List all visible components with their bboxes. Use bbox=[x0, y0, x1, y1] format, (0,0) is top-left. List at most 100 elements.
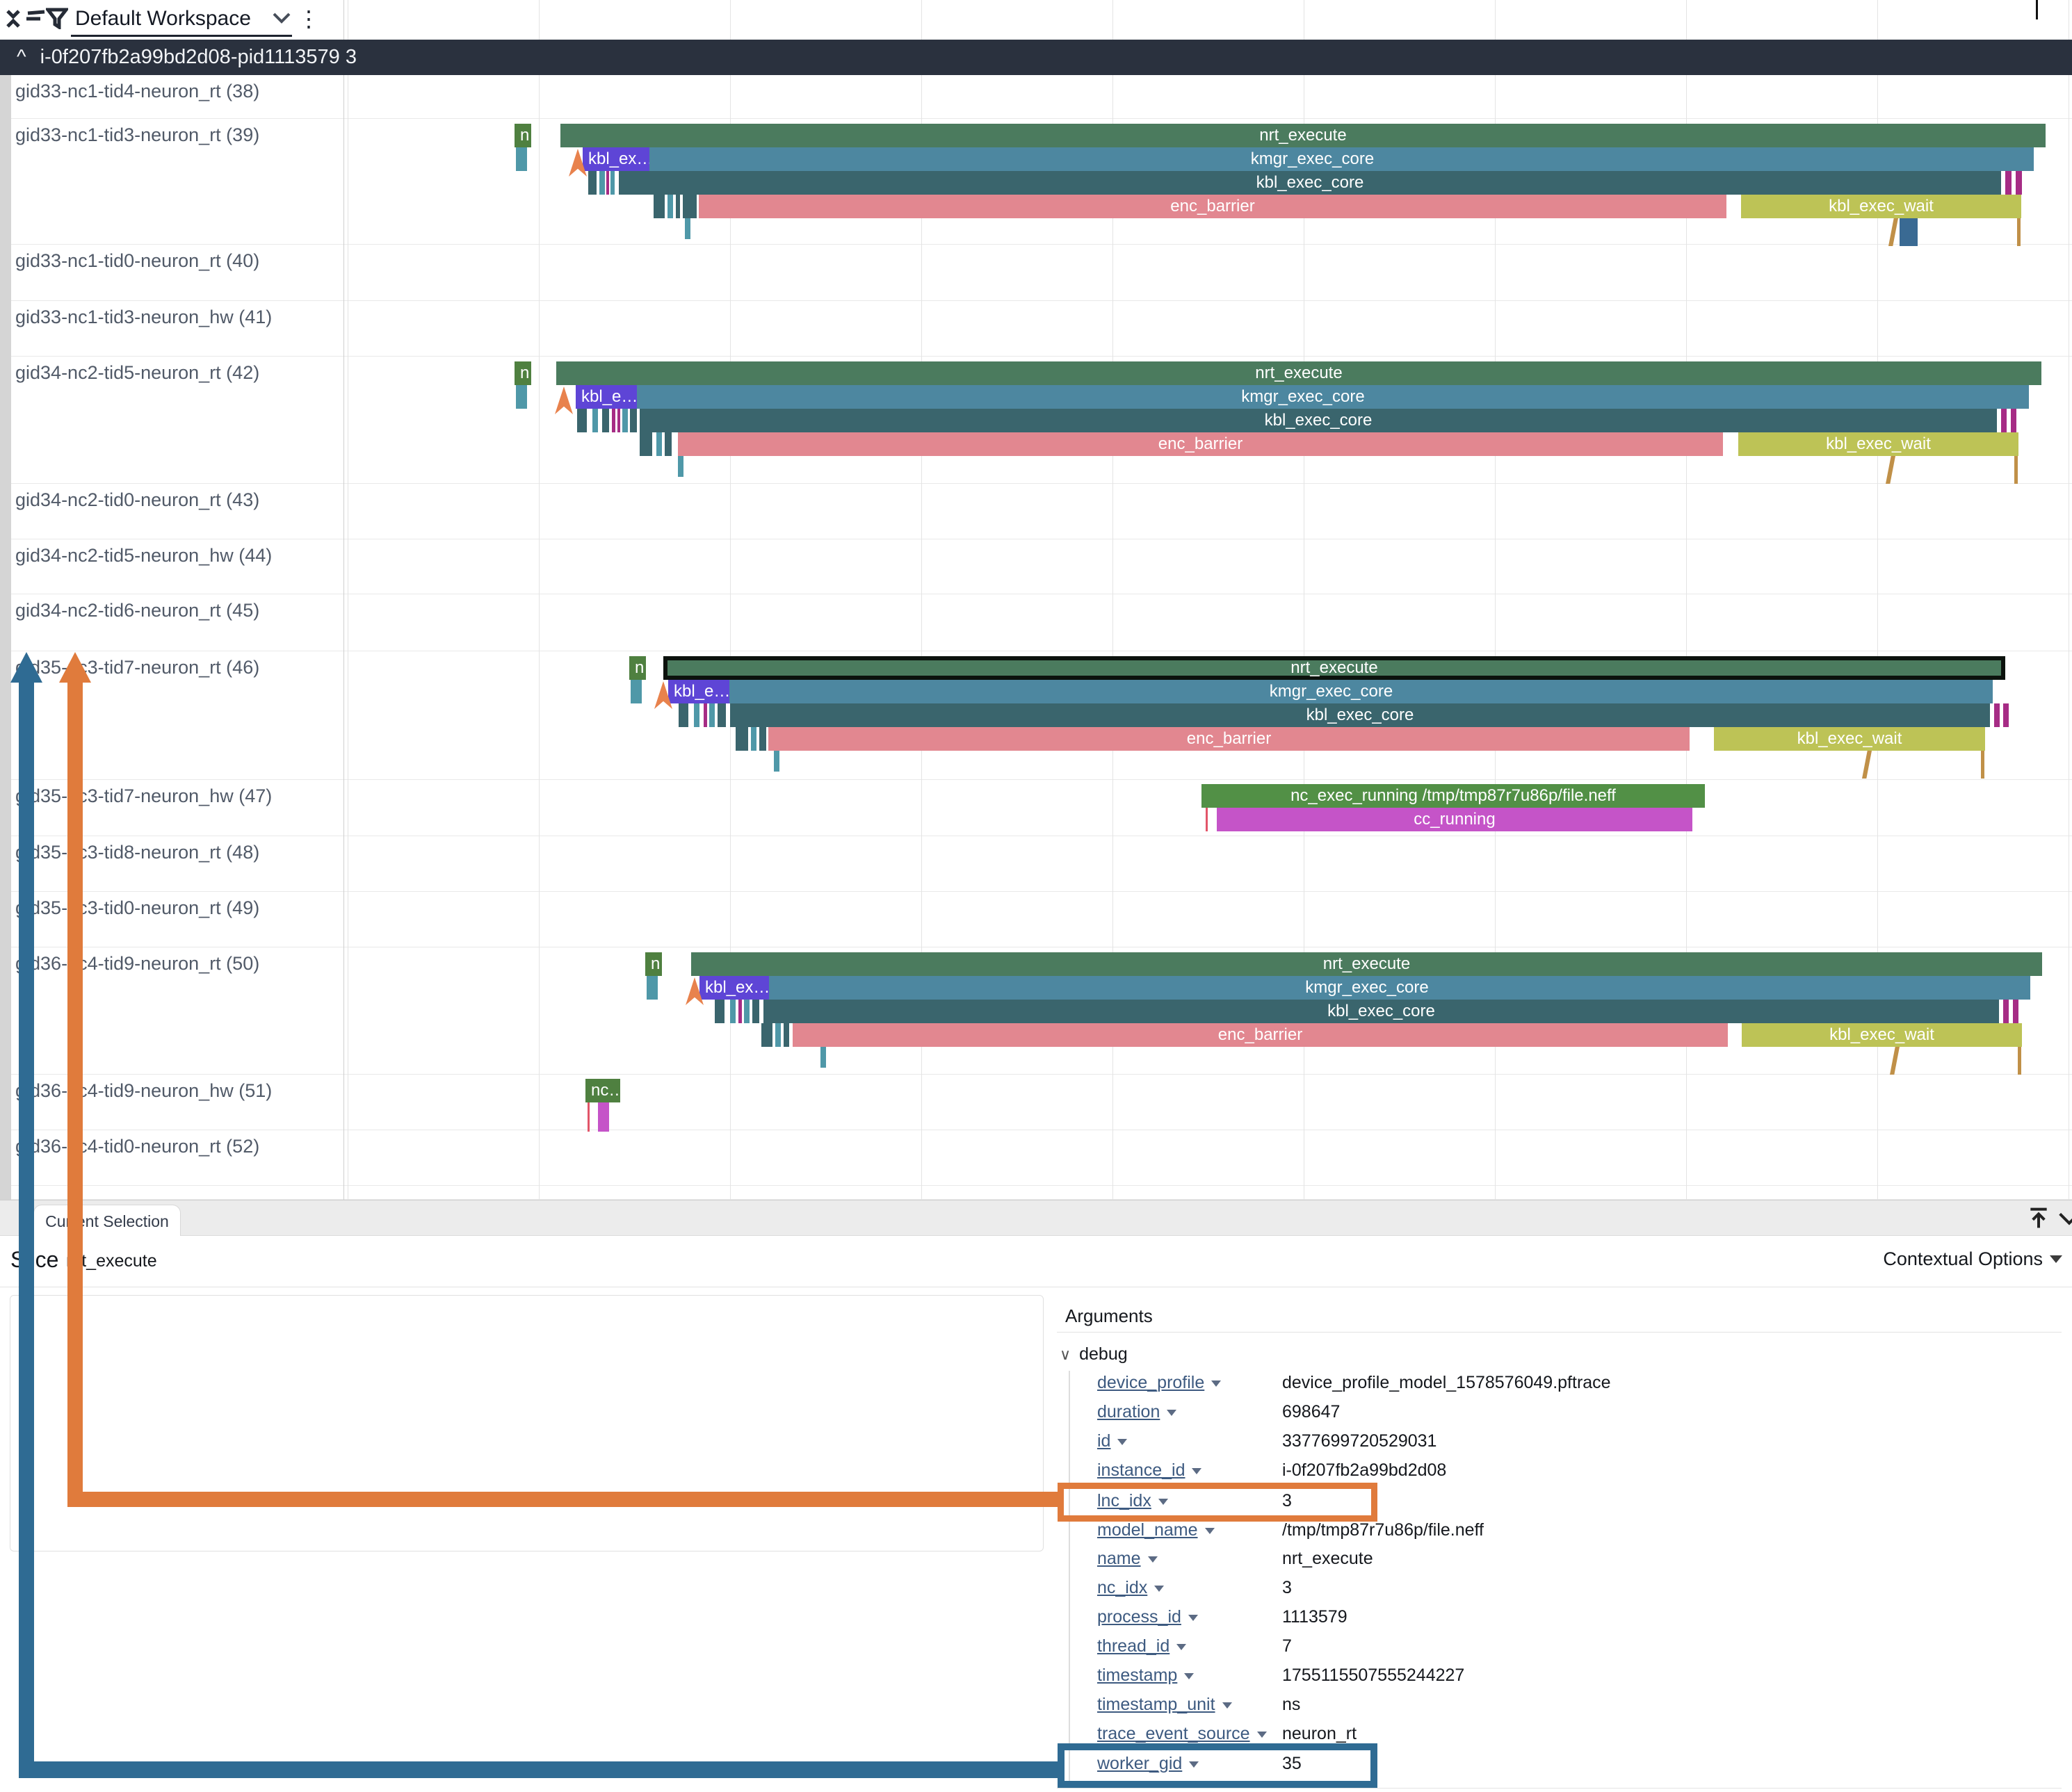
slice-fragment[interactable] bbox=[602, 409, 609, 432]
argument-key-duration[interactable]: duration bbox=[1097, 1402, 1177, 1422]
slice-fragment[interactable] bbox=[676, 195, 680, 218]
argument-key-timestamp[interactable]: timestamp bbox=[1097, 1665, 1195, 1686]
slice-enc_barrier[interactable]: enc_barrier bbox=[678, 432, 1723, 456]
slice-fragment[interactable] bbox=[654, 195, 665, 218]
track-label[interactable]: gid35-nc3-tid7-neuron_hw (47) bbox=[15, 785, 273, 806]
slice-n_short[interactable]: n bbox=[515, 124, 531, 147]
slice-kbl_ex_short[interactable]: kbl_ex… bbox=[699, 976, 769, 1000]
slice-fragment[interactable] bbox=[2011, 409, 2016, 432]
slice-fragment[interactable] bbox=[704, 703, 707, 727]
argument-key-trace_event_source[interactable]: trace_event_source bbox=[1097, 1724, 1267, 1744]
slice-fragment[interactable] bbox=[588, 171, 597, 195]
slice-fragment[interactable] bbox=[820, 1047, 826, 1068]
slice-fragment[interactable] bbox=[744, 1000, 750, 1023]
dropdown-caret-icon[interactable] bbox=[1117, 1438, 1128, 1445]
dropdown-caret-icon[interactable] bbox=[1188, 1614, 1198, 1621]
slice-fragment[interactable] bbox=[730, 1000, 736, 1023]
track-row[interactable]: gid33-nc1-tid0-neuron_rt (40) bbox=[0, 245, 2072, 301]
arguments-tree-root[interactable]: ∨debug bbox=[1060, 1344, 1128, 1365]
track-row[interactable]: gid34-nc2-tid0-neuron_rt (43) bbox=[0, 484, 2072, 539]
argument-key-link[interactable]: instance_id bbox=[1097, 1460, 1185, 1480]
argument-key-link[interactable]: device_profile bbox=[1097, 1373, 1205, 1392]
slice-nrt_execute[interactable]: nrt_execute bbox=[560, 124, 2046, 147]
track-label[interactable]: gid35-nc3-tid8-neuron_rt (48) bbox=[15, 842, 260, 863]
slice-fragment[interactable] bbox=[694, 703, 699, 727]
collapse-tracks-icon[interactable] bbox=[3, 6, 24, 31]
slice-kbl_exec_wait[interactable]: kbl_exec_wait bbox=[1741, 195, 2021, 218]
collapse-panel-icon[interactable] bbox=[2055, 1205, 2072, 1232]
track-label[interactable]: gid35-nc3-tid0-neuron_rt (49) bbox=[15, 897, 260, 918]
track-label[interactable]: gid34-nc2-tid6-neuron_rt (45) bbox=[15, 600, 260, 621]
track-row[interactable]: gid35-nc3-tid0-neuron_rt (49) bbox=[0, 892, 2072, 947]
dropdown-caret-icon[interactable] bbox=[1189, 1761, 1199, 1768]
dropdown-caret-icon[interactable] bbox=[1192, 1467, 1202, 1474]
slice-n_short[interactable]: n bbox=[515, 361, 531, 385]
track-label[interactable]: gid34-nc2-tid0-neuron_rt (43) bbox=[15, 489, 260, 510]
slice-fragment[interactable] bbox=[1994, 703, 2000, 727]
argument-key-link[interactable]: trace_event_source bbox=[1097, 1724, 1250, 1743]
slice-kbl_exec_core[interactable]: kbl_exec_core bbox=[619, 171, 2001, 195]
slice-kbl_exec_core[interactable]: kbl_exec_core bbox=[640, 409, 1997, 432]
slice-kbl_exec_wait[interactable]: kbl_exec_wait bbox=[1742, 1023, 2022, 1047]
slice-fragment[interactable] bbox=[647, 976, 658, 1000]
dropdown-caret-icon[interactable] bbox=[1158, 1498, 1168, 1505]
argument-key-link[interactable]: worker_gid bbox=[1097, 1754, 1183, 1773]
slice-n_short[interactable]: n bbox=[629, 656, 646, 680]
slice-kmgr_exec_core[interactable]: kmgr_exec_core bbox=[670, 680, 1993, 703]
slice-fragment[interactable] bbox=[685, 218, 690, 239]
slice-fragment[interactable] bbox=[588, 1102, 590, 1132]
argument-key-link[interactable]: model_name bbox=[1097, 1520, 1198, 1540]
argument-key-name[interactable]: name bbox=[1097, 1549, 1158, 1569]
slice-kbl_exec_wait[interactable]: kbl_exec_wait bbox=[1714, 727, 1985, 751]
argument-key-link[interactable]: id bbox=[1097, 1431, 1111, 1451]
workspace-selector[interactable]: Default Workspace bbox=[71, 4, 292, 37]
track-label[interactable]: gid36-nc4-tid9-neuron_hw (51) bbox=[15, 1080, 273, 1101]
slice-fragment[interactable] bbox=[610, 171, 615, 195]
argument-key-process_id[interactable]: process_id bbox=[1097, 1607, 1198, 1627]
slice-fragment[interactable] bbox=[2017, 218, 2021, 246]
dropdown-caret-icon[interactable] bbox=[1167, 1409, 1177, 1416]
slice-nrt_execute[interactable]: nrt_execute bbox=[691, 952, 2042, 976]
slice-nrt_execute[interactable]: nrt_execute bbox=[663, 656, 2005, 680]
slice-fragment[interactable] bbox=[2013, 1000, 2018, 1023]
argument-key-timestamp_unit[interactable]: timestamp_unit bbox=[1097, 1695, 1232, 1715]
slice-kbl_e_short[interactable]: kbl_e… bbox=[668, 680, 729, 703]
track-label[interactable]: gid33-nc1-tid0-neuron_rt (40) bbox=[15, 250, 260, 271]
track-label[interactable]: gid34-nc2-tid5-neuron_hw (44) bbox=[15, 545, 273, 566]
slice-fragment[interactable] bbox=[667, 195, 673, 218]
slice-kmgr_exec_core[interactable]: kmgr_exec_core bbox=[577, 385, 2029, 409]
slice-fragment[interactable] bbox=[738, 1000, 742, 1023]
slice-fragment[interactable] bbox=[656, 432, 662, 456]
slice-fragment[interactable] bbox=[1900, 218, 1918, 246]
track-row[interactable]: gid34-nc2-tid6-neuron_rt (45) bbox=[0, 594, 2072, 651]
slice-nc_exec_running[interactable]: nc_exec_running /tmp/tmp87r7u86p/file.ne… bbox=[1201, 784, 1705, 808]
slice-fragment[interactable] bbox=[683, 195, 697, 218]
argument-key-link[interactable]: duration bbox=[1097, 1402, 1160, 1422]
track-row[interactable]: gid35-nc3-tid7-neuron_hw (47) bbox=[0, 780, 2072, 836]
track-label[interactable]: gid36-nc4-tid9-neuron_rt (50) bbox=[15, 953, 260, 974]
workspace-menu-icon[interactable]: ⋮ bbox=[298, 6, 320, 31]
track-row[interactable]: gid36-nc4-tid0-neuron_rt (52) bbox=[0, 1130, 2072, 1186]
slice-kbl_e_short[interactable]: kbl_e… bbox=[576, 385, 637, 409]
slice-enc_barrier[interactable]: enc_barrier bbox=[699, 195, 1726, 218]
dropdown-caret-icon[interactable] bbox=[1211, 1380, 1222, 1387]
slice-fragment[interactable] bbox=[718, 703, 726, 727]
dropdown-caret-icon[interactable] bbox=[1222, 1702, 1232, 1709]
track-label[interactable]: gid34-nc2-tid5-neuron_rt (42) bbox=[15, 362, 260, 383]
argument-key-instance_id[interactable]: instance_id bbox=[1097, 1460, 1202, 1481]
track-label[interactable]: gid35-nc3-tid7-neuron_rt (46) bbox=[15, 657, 260, 678]
slice-fragment[interactable] bbox=[678, 456, 683, 477]
argument-key-link[interactable]: timestamp bbox=[1097, 1665, 1178, 1685]
slice-fragment[interactable] bbox=[2003, 1000, 2009, 1023]
slice-fragment[interactable] bbox=[640, 432, 652, 456]
slice-fragment[interactable] bbox=[1206, 808, 1208, 831]
slice-fragment[interactable] bbox=[606, 171, 609, 195]
argument-key-link[interactable]: process_id bbox=[1097, 1607, 1181, 1627]
slice-fragment[interactable] bbox=[592, 409, 598, 432]
slice-kbl_exec_wait[interactable]: kbl_exec_wait bbox=[1738, 432, 2018, 456]
tab-current-selection[interactable]: Current Selection bbox=[33, 1205, 181, 1237]
argument-key-link[interactable]: thread_id bbox=[1097, 1636, 1170, 1656]
argument-key-thread_id[interactable]: thread_id bbox=[1097, 1636, 1187, 1656]
argument-key-link[interactable]: nc_idx bbox=[1097, 1578, 1148, 1597]
track-row[interactable]: gid33-nc1-tid3-neuron_hw (41) bbox=[0, 301, 2072, 357]
